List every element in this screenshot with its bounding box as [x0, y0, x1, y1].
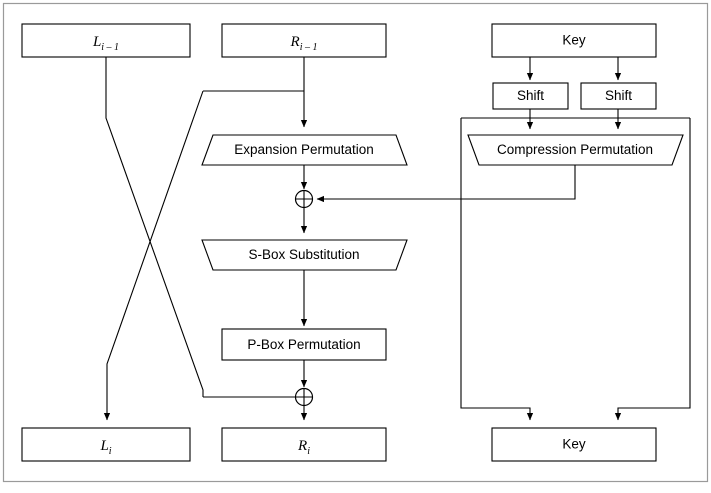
compression-permutation-label: Compression Permutation: [497, 142, 653, 157]
right-half-out-label: Ri: [297, 438, 310, 457]
key-in-box: [491, 23, 657, 58]
node-xor-top: [294, 189, 314, 209]
node-key-in: Key: [491, 23, 657, 58]
node-right-half-out: Ri: [221, 427, 387, 462]
wire-subkey-to-xor-top: [316, 165, 576, 203]
sbox-substitution-label: S-Box Substitution: [248, 247, 359, 262]
key-out-label: Key: [562, 437, 586, 452]
node-left-half-out: Li: [21, 427, 191, 462]
expansion-permutation-label: Expansion Permutation: [234, 142, 374, 157]
shift-right-label: Shift: [605, 88, 632, 103]
node-expansion-permutation: Expansion Permutation: [201, 134, 408, 166]
shift-left-label: Shift: [517, 88, 544, 103]
left-half-in-box: [21, 23, 191, 58]
shift-left-box: [492, 82, 569, 110]
wire-right-rail-to-key-out: [614, 118, 691, 421]
pbox-permutation-label: P-Box Permutation: [247, 337, 360, 352]
compression-permutation-shape: [467, 134, 684, 166]
sbox-substitution-shape: [201, 239, 408, 271]
node-pbox-permutation: P-Box Permutation: [221, 328, 387, 361]
left-half-out-label: Li: [99, 438, 111, 457]
wire-left-half-to-xor-bottom: [105, 57, 204, 397]
wire-left-rail-to-key-out: [460, 118, 534, 421]
node-xor-bottom: [294, 387, 314, 407]
left-half-in-label: Li – 1: [92, 34, 119, 53]
node-right-half-in: Ri – 1: [221, 23, 387, 58]
left-half-out-box: [21, 427, 191, 462]
node-sbox-substitution: S-Box Substitution: [201, 239, 408, 271]
node-key-out: Key: [491, 427, 657, 462]
expansion-permutation-shape: [201, 134, 408, 166]
right-half-in-label: Ri – 1: [290, 34, 318, 53]
node-shift-right: Shift: [580, 82, 657, 110]
diagram-border: [2, 2, 709, 483]
shift-right-box: [580, 82, 657, 110]
key-in-label: Key: [562, 33, 586, 48]
node-left-half-in: Li – 1: [21, 23, 191, 58]
right-half-out-box: [221, 427, 387, 462]
wire-right-half-to-left-half-out: [103, 90, 204, 421]
node-compression-permutation: Compression Permutation: [467, 134, 684, 166]
key-out-box: [491, 427, 657, 462]
node-shift-left: Shift: [492, 82, 569, 110]
